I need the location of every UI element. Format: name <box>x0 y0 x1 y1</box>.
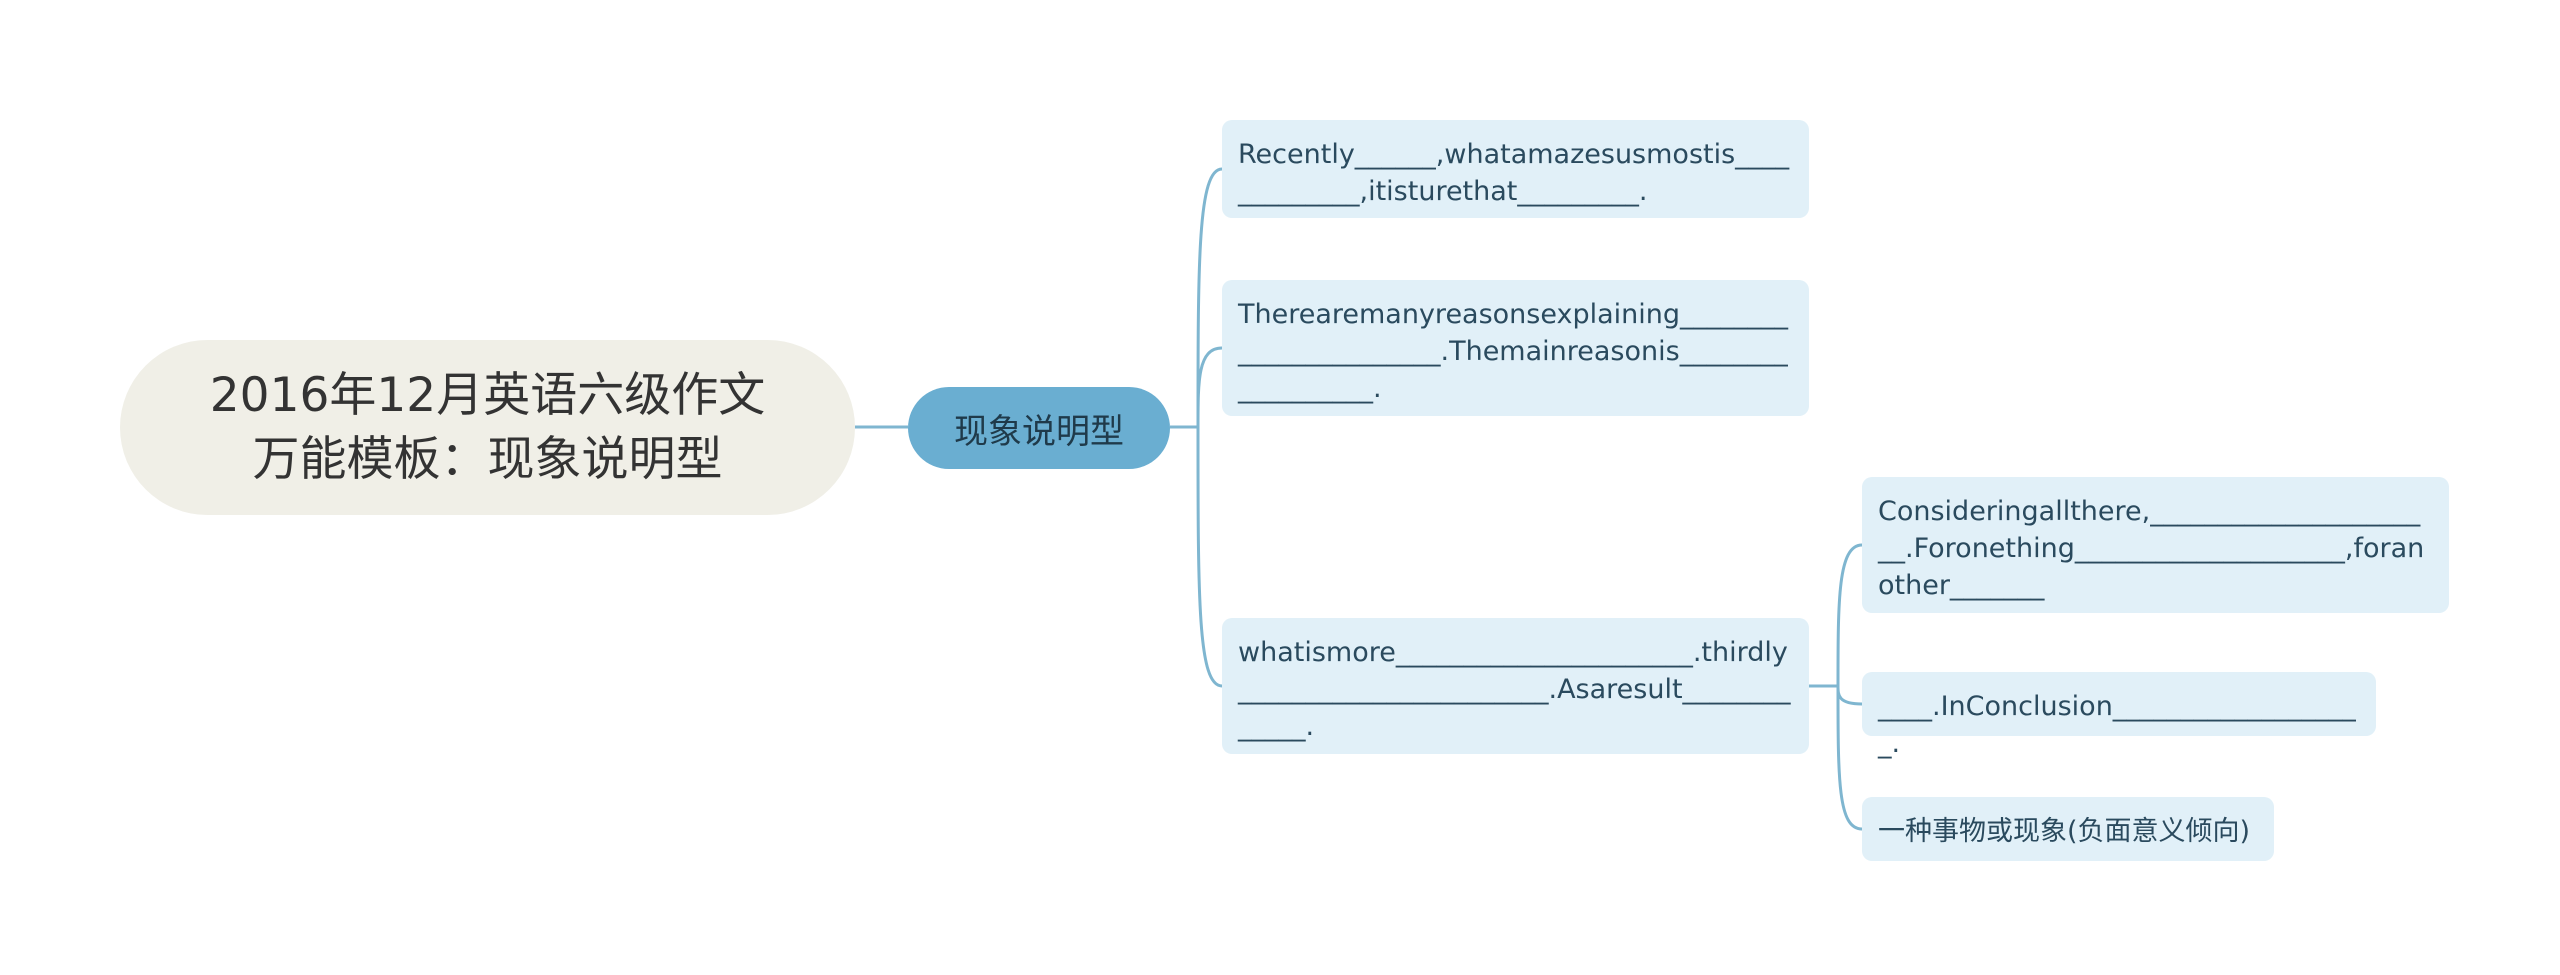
sub-branch-node-1[interactable]: Consideringallthere,____________________… <box>1862 477 2449 613</box>
root-topic-text: 2016年12月英语六级作文万能模板：现象说明型 <box>209 367 766 487</box>
connector-to-leaf-6 <box>1836 685 1863 831</box>
connector-to-leaf-1 <box>1196 167 1223 428</box>
center-topic[interactable]: 现象说明型 <box>908 387 1170 469</box>
connector-to-leaf-5 <box>1836 685 1863 706</box>
root-topic[interactable]: 2016年12月英语六级作文万能模板：现象说明型 <box>120 340 855 515</box>
branch-node-text: whatismore______________________.thirdly… <box>1238 637 1791 742</box>
connector-to-leaf-3 <box>1196 426 1223 688</box>
branch-node-2[interactable]: Therearemanyreasonsexplaining___________… <box>1222 280 1809 416</box>
connector-to-leaf-2 <box>1196 346 1223 428</box>
center-topic-text: 现象说明型 <box>954 411 1124 452</box>
connector-to-leaf-4 <box>1836 543 1863 687</box>
sub-branch-node-text: Consideringallthere,____________________… <box>1878 496 2425 601</box>
branch-node-text: Therearemanyreasonsexplaining___________… <box>1238 299 1789 404</box>
branch-node-3[interactable]: whatismore______________________.thirdly… <box>1222 618 1809 754</box>
sub-branch-node-text: 一种事物或现象(负面意义倾向) <box>1878 816 2251 847</box>
branch-node-1[interactable]: Recently______,whatamazesusmostis_______… <box>1222 120 1809 218</box>
sub-branch-node-2[interactable]: ____.InConclusion___________________. <box>1862 672 2376 759</box>
sub-branch-node-3[interactable]: 一种事物或现象(负面意义倾向) <box>1862 797 2274 861</box>
sub-branch-node-text: ____.InConclusion___________________. <box>1878 691 2356 759</box>
branch-node-text: Recently______,whatamazesusmostis_______… <box>1238 139 1790 207</box>
